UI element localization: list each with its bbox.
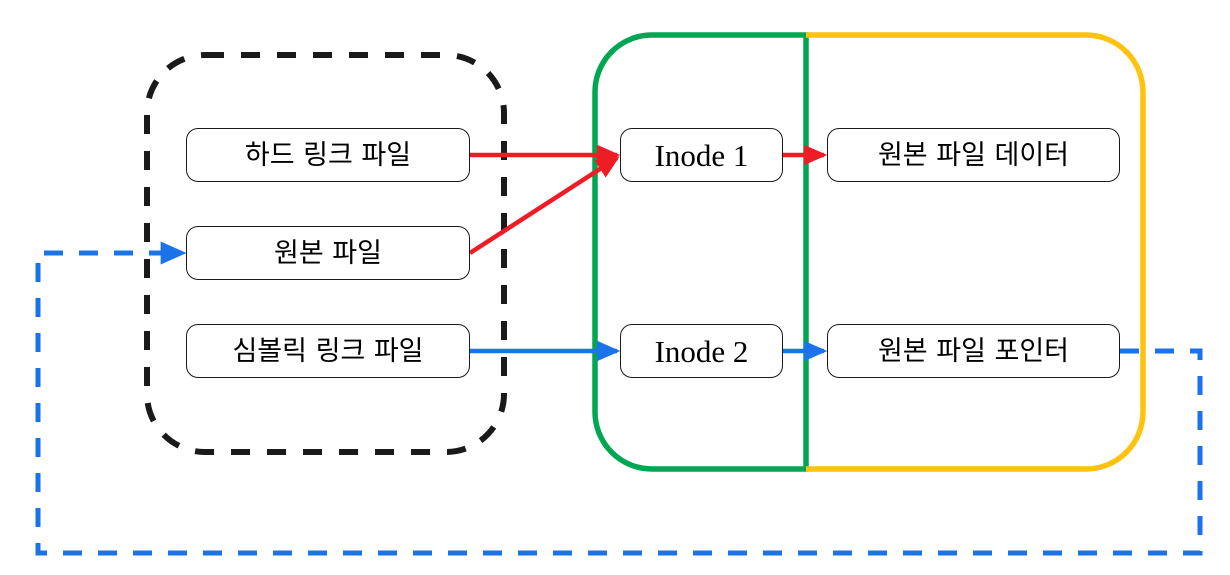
node-inode-2[interactable]: Inode 2	[620, 324, 783, 378]
inode-group-boundary	[592, 32, 809, 472]
node-hard-link-file[interactable]: 하드 링크 파일	[186, 128, 470, 182]
edge-pointer-back-to-original	[35, 241, 1203, 556]
node-original-file-pointer-label: 원본 파일 포인터	[877, 335, 1070, 367]
node-inode-2-label: Inode 2	[654, 333, 749, 369]
node-symbolic-link-file-label: 심볼릭 링크 파일	[232, 335, 424, 367]
node-hard-link-file-label: 하드 링크 파일	[244, 139, 412, 171]
node-inode-1-label: Inode 1	[654, 137, 749, 173]
node-original-file[interactable]: 원본 파일	[186, 226, 470, 280]
filename-group-dashed-boundary	[144, 52, 507, 455]
node-original-file-label: 원본 파일	[274, 237, 382, 269]
node-original-file-data[interactable]: 원본 파일 데이터	[827, 128, 1120, 182]
edge-original-to-inode1	[468, 156, 620, 255]
data-group-boundary	[806, 32, 1146, 472]
node-symbolic-link-file[interactable]: 심볼릭 링크 파일	[186, 324, 470, 378]
node-inode-1[interactable]: Inode 1	[620, 128, 783, 182]
node-original-file-pointer[interactable]: 원본 파일 포인터	[827, 324, 1120, 378]
node-original-file-data-label: 원본 파일 데이터	[877, 139, 1070, 171]
